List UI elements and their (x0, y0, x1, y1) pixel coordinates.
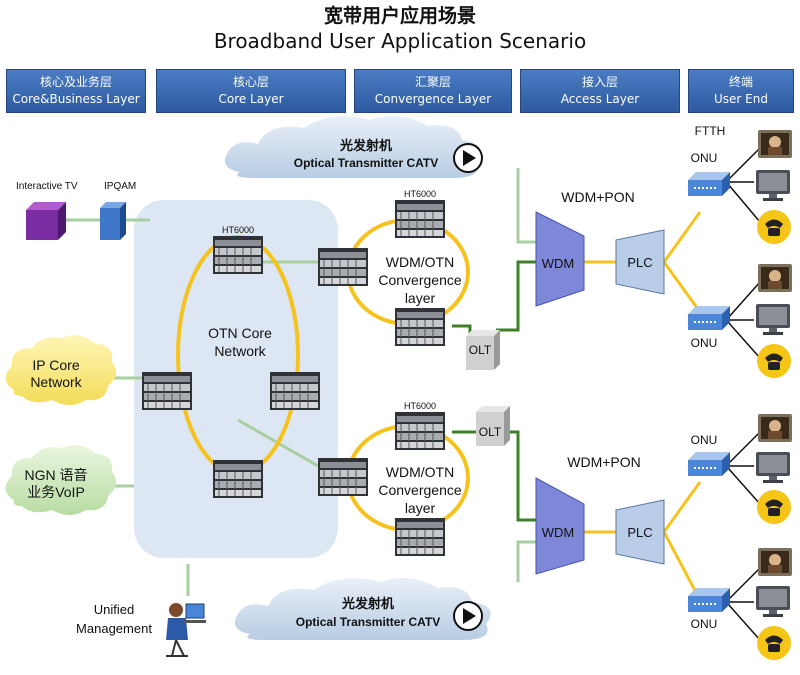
core-device-right (269, 371, 321, 411)
cloud-ip-core (5, 335, 117, 405)
core-device-bottom (212, 459, 264, 499)
interactive-tv-icon (26, 202, 66, 240)
otn-core-label-2: Network (214, 343, 266, 359)
ngn-label-2: 业务VoIP (27, 484, 85, 500)
tv-icon (758, 264, 792, 292)
convergence-bottom-label-1: WDM/OTN (386, 464, 454, 480)
title-block: 宽带用户应用场景 Broadband User Application Scen… (0, 4, 800, 54)
layer-en-label: Convergence Layer (374, 92, 492, 106)
play-icon (453, 601, 483, 631)
layer-cn-label: 核心层 (232, 75, 269, 89)
operator-icon (166, 603, 206, 657)
onu-3 (687, 451, 731, 477)
tv-icon (758, 548, 792, 576)
wdm-bottom-label: WDM (542, 525, 575, 540)
plc-top-label: PLC (627, 255, 652, 270)
onu-label-1: ONU (691, 151, 718, 165)
computer-icon (756, 452, 790, 483)
layer-core-business: 核心及业务层 Core&Business Layer (6, 69, 146, 113)
transmitter-bottom-en: Optical Transmitter CATV (296, 615, 440, 629)
phone-icon (757, 210, 791, 244)
layer-cn-label: 核心及业务层 (39, 75, 112, 89)
onu-4 (687, 587, 731, 613)
tv-icon (758, 414, 792, 442)
play-icon (453, 143, 483, 173)
ht6000-convergence-bottom-label: HT6000 (404, 401, 436, 411)
onu-2 (687, 305, 731, 331)
convergence-top-label-1: WDM/OTN (386, 254, 454, 270)
layer-user-end: 终端 User End (688, 69, 794, 113)
ht6000-core-device (212, 235, 264, 275)
convergence-top-label-2: Convergence (378, 272, 461, 288)
phone-icon (757, 490, 791, 524)
onu-label-2: ONU (691, 336, 718, 350)
plc-bottom (615, 499, 665, 565)
plc-bottom-label: PLC (627, 525, 652, 540)
unified-management-label-2: Management (76, 621, 152, 636)
ip-core-label-1: IP Core (32, 357, 79, 373)
ht6000-convergence-top-label: HT6000 (404, 189, 436, 199)
wdm-top (535, 211, 585, 307)
computer-icon (756, 304, 790, 335)
tv-icon (758, 130, 792, 158)
transmitter-top-en: Optical Transmitter CATV (294, 156, 438, 170)
olt-top-label: OLT (469, 343, 492, 357)
phone-icon (757, 626, 791, 660)
transmitter-bottom-cn: 光发射机 (341, 596, 394, 611)
core-device-left (141, 371, 193, 411)
title-chinese: 宽带用户应用场景 (323, 5, 476, 27)
convergence-bottom-label-2: Convergence (378, 482, 461, 498)
wdm-pon-top-label: WDM+PON (561, 189, 635, 205)
transmitter-top-cn: 光发射机 (339, 138, 392, 153)
layer-en-label: Core&Business Layer (12, 92, 140, 106)
onu-label-4: ONU (691, 617, 718, 631)
ipqam-label: IPQAM (104, 181, 136, 192)
plc-top (615, 229, 665, 295)
layer-convergence: 汇聚层 Convergence Layer (354, 69, 512, 113)
onu-label-3: ONU (691, 433, 718, 447)
layer-en-label: User End (714, 92, 768, 106)
ftth-label: FTTH (695, 124, 726, 138)
layer-core: 核心层 Core Layer (156, 69, 346, 113)
layer-en-label: Core Layer (218, 92, 284, 106)
ht6000-core-label: HT6000 (222, 225, 254, 235)
interactive-tv-label: Interactive TV (16, 181, 78, 192)
cloud-optical-transmitter-bottom (234, 578, 491, 640)
convergence-device-left (317, 247, 369, 287)
convergence-bottom-label-3: layer (405, 500, 436, 516)
layer-access: 接入层 Access Layer (520, 69, 680, 113)
convergence-device-bottom (394, 307, 446, 347)
ht6000-convergence-top (394, 199, 446, 239)
convergence-device-bottom (394, 517, 446, 557)
title-english: Broadband User Application Scenario (213, 29, 587, 53)
convergence-top-label-3: layer (405, 290, 436, 306)
olt-bottom-label: OLT (479, 425, 502, 439)
computer-icon (756, 170, 790, 201)
ipqam-icon (100, 202, 126, 240)
layer-en-label: Access Layer (560, 92, 640, 106)
phone-icon (757, 344, 791, 378)
cloud-ngn-voip (5, 445, 117, 515)
wdm-top-label: WDM (542, 256, 575, 271)
ip-core-label-2: Network (30, 374, 82, 390)
layer-cn-label: 汇聚层 (414, 75, 451, 89)
computer-icon (756, 586, 790, 617)
wdm-bottom (535, 477, 585, 575)
wdm-pon-bottom-label: WDM+PON (567, 454, 641, 470)
convergence-device-left (317, 457, 369, 497)
otn-core-label-1: OTN Core (208, 325, 272, 341)
onu-1 (687, 171, 731, 197)
unified-management-label-1: Unified (94, 602, 134, 617)
layer-cn-label: 终端 (728, 75, 753, 89)
layer-cn-label: 接入层 (581, 75, 618, 89)
ht6000-convergence-bottom (394, 411, 446, 451)
cloud-optical-transmitter-top (224, 116, 481, 178)
ngn-label-1: NGN 语音 (25, 467, 88, 483)
